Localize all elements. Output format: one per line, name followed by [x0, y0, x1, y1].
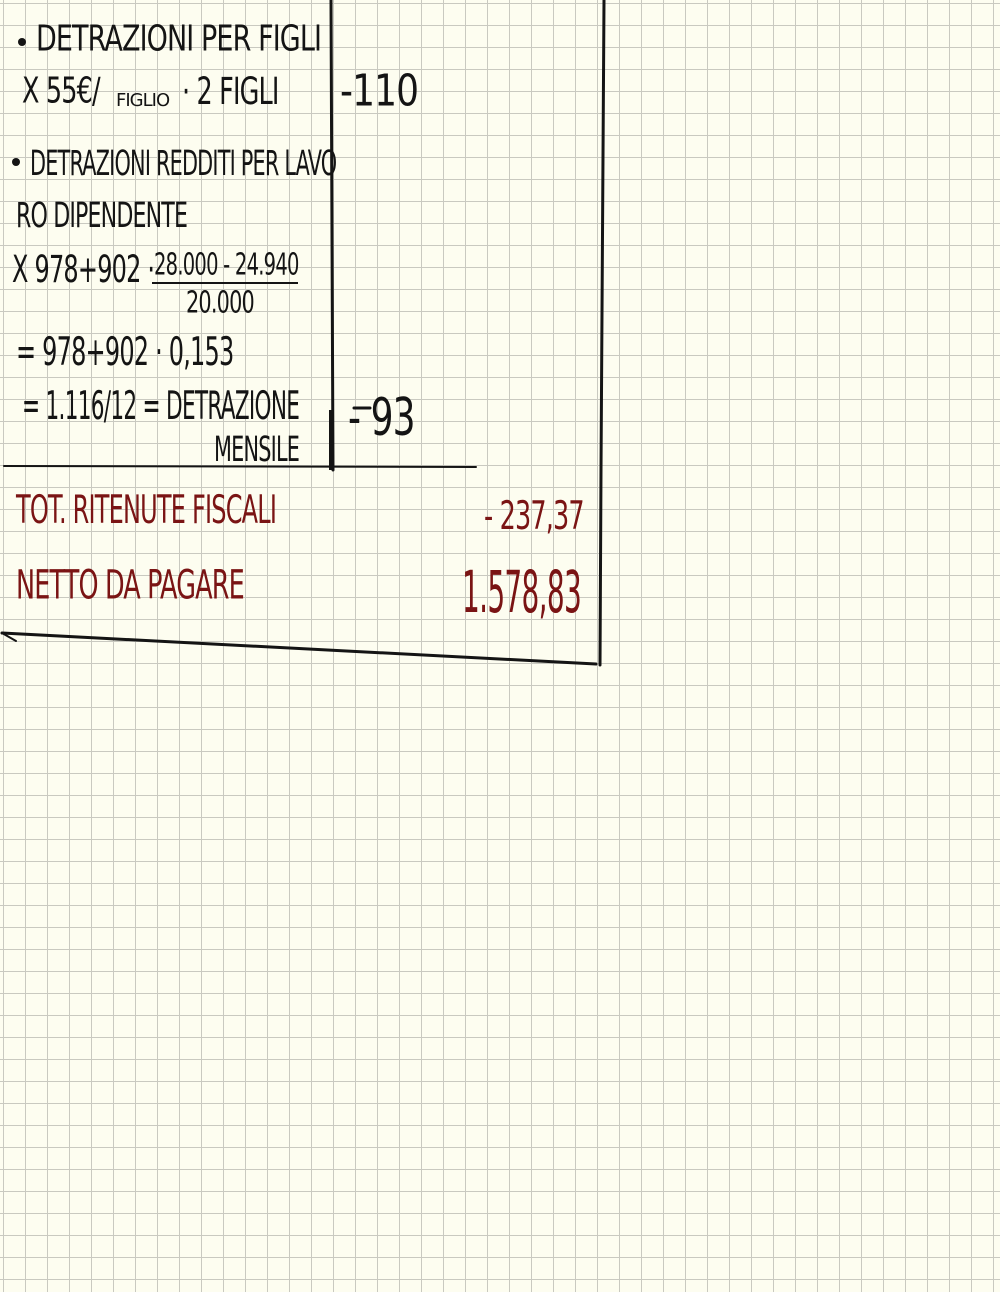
formula-redditi-prefix: X 978+902 · [12, 248, 155, 292]
formula-redditi-step2-cont: MENSILE [214, 430, 300, 471]
amount-redditi: - 93 [348, 388, 416, 448]
inner-column-line [329, 0, 335, 472]
heading-detrazioni-figli: DETRAZIONI PER FIGLI [36, 18, 322, 60]
label-tot-ritenute: TOT. RITENUTE FISCALI [16, 488, 277, 534]
formula-figli-unit: FIGLIO [116, 90, 170, 111]
heading-detrazioni-redditi-line1: DETRAZIONI REDDITI PER LAVO [30, 144, 337, 185]
bottom-table-line [0, 631, 598, 666]
fraction-numerator: 28.000 - 24.940 [154, 248, 299, 283]
amount-figli: -110 [340, 66, 419, 117]
fraction-denominator: 20.000 [186, 286, 255, 321]
value-netto-da-pagare: 1.578,83 [462, 560, 582, 627]
formula-redditi-step2: = 1.116/12 = DETRAZIONE [22, 384, 300, 430]
label-netto-da-pagare: NETTO DA PAGARE [16, 562, 245, 610]
value-tot-ritenute: - 237,37 [484, 494, 585, 540]
formula-figli-prefix: X 55€/ [22, 70, 101, 112]
total-separator-line [3, 465, 477, 468]
outer-column-line [598, 0, 606, 667]
bullet-1 [18, 38, 26, 46]
fraction-bar [152, 282, 298, 284]
bottom-arrow-tick [1, 632, 17, 642]
bullet-2 [12, 158, 20, 166]
formula-redditi-step1: = 978+902 · 0,153 [16, 330, 234, 376]
formula-figli-qty: · 2 FIGLI [182, 70, 279, 114]
heading-detrazioni-redditi-line2: RO DIPENDENTE [16, 196, 188, 237]
